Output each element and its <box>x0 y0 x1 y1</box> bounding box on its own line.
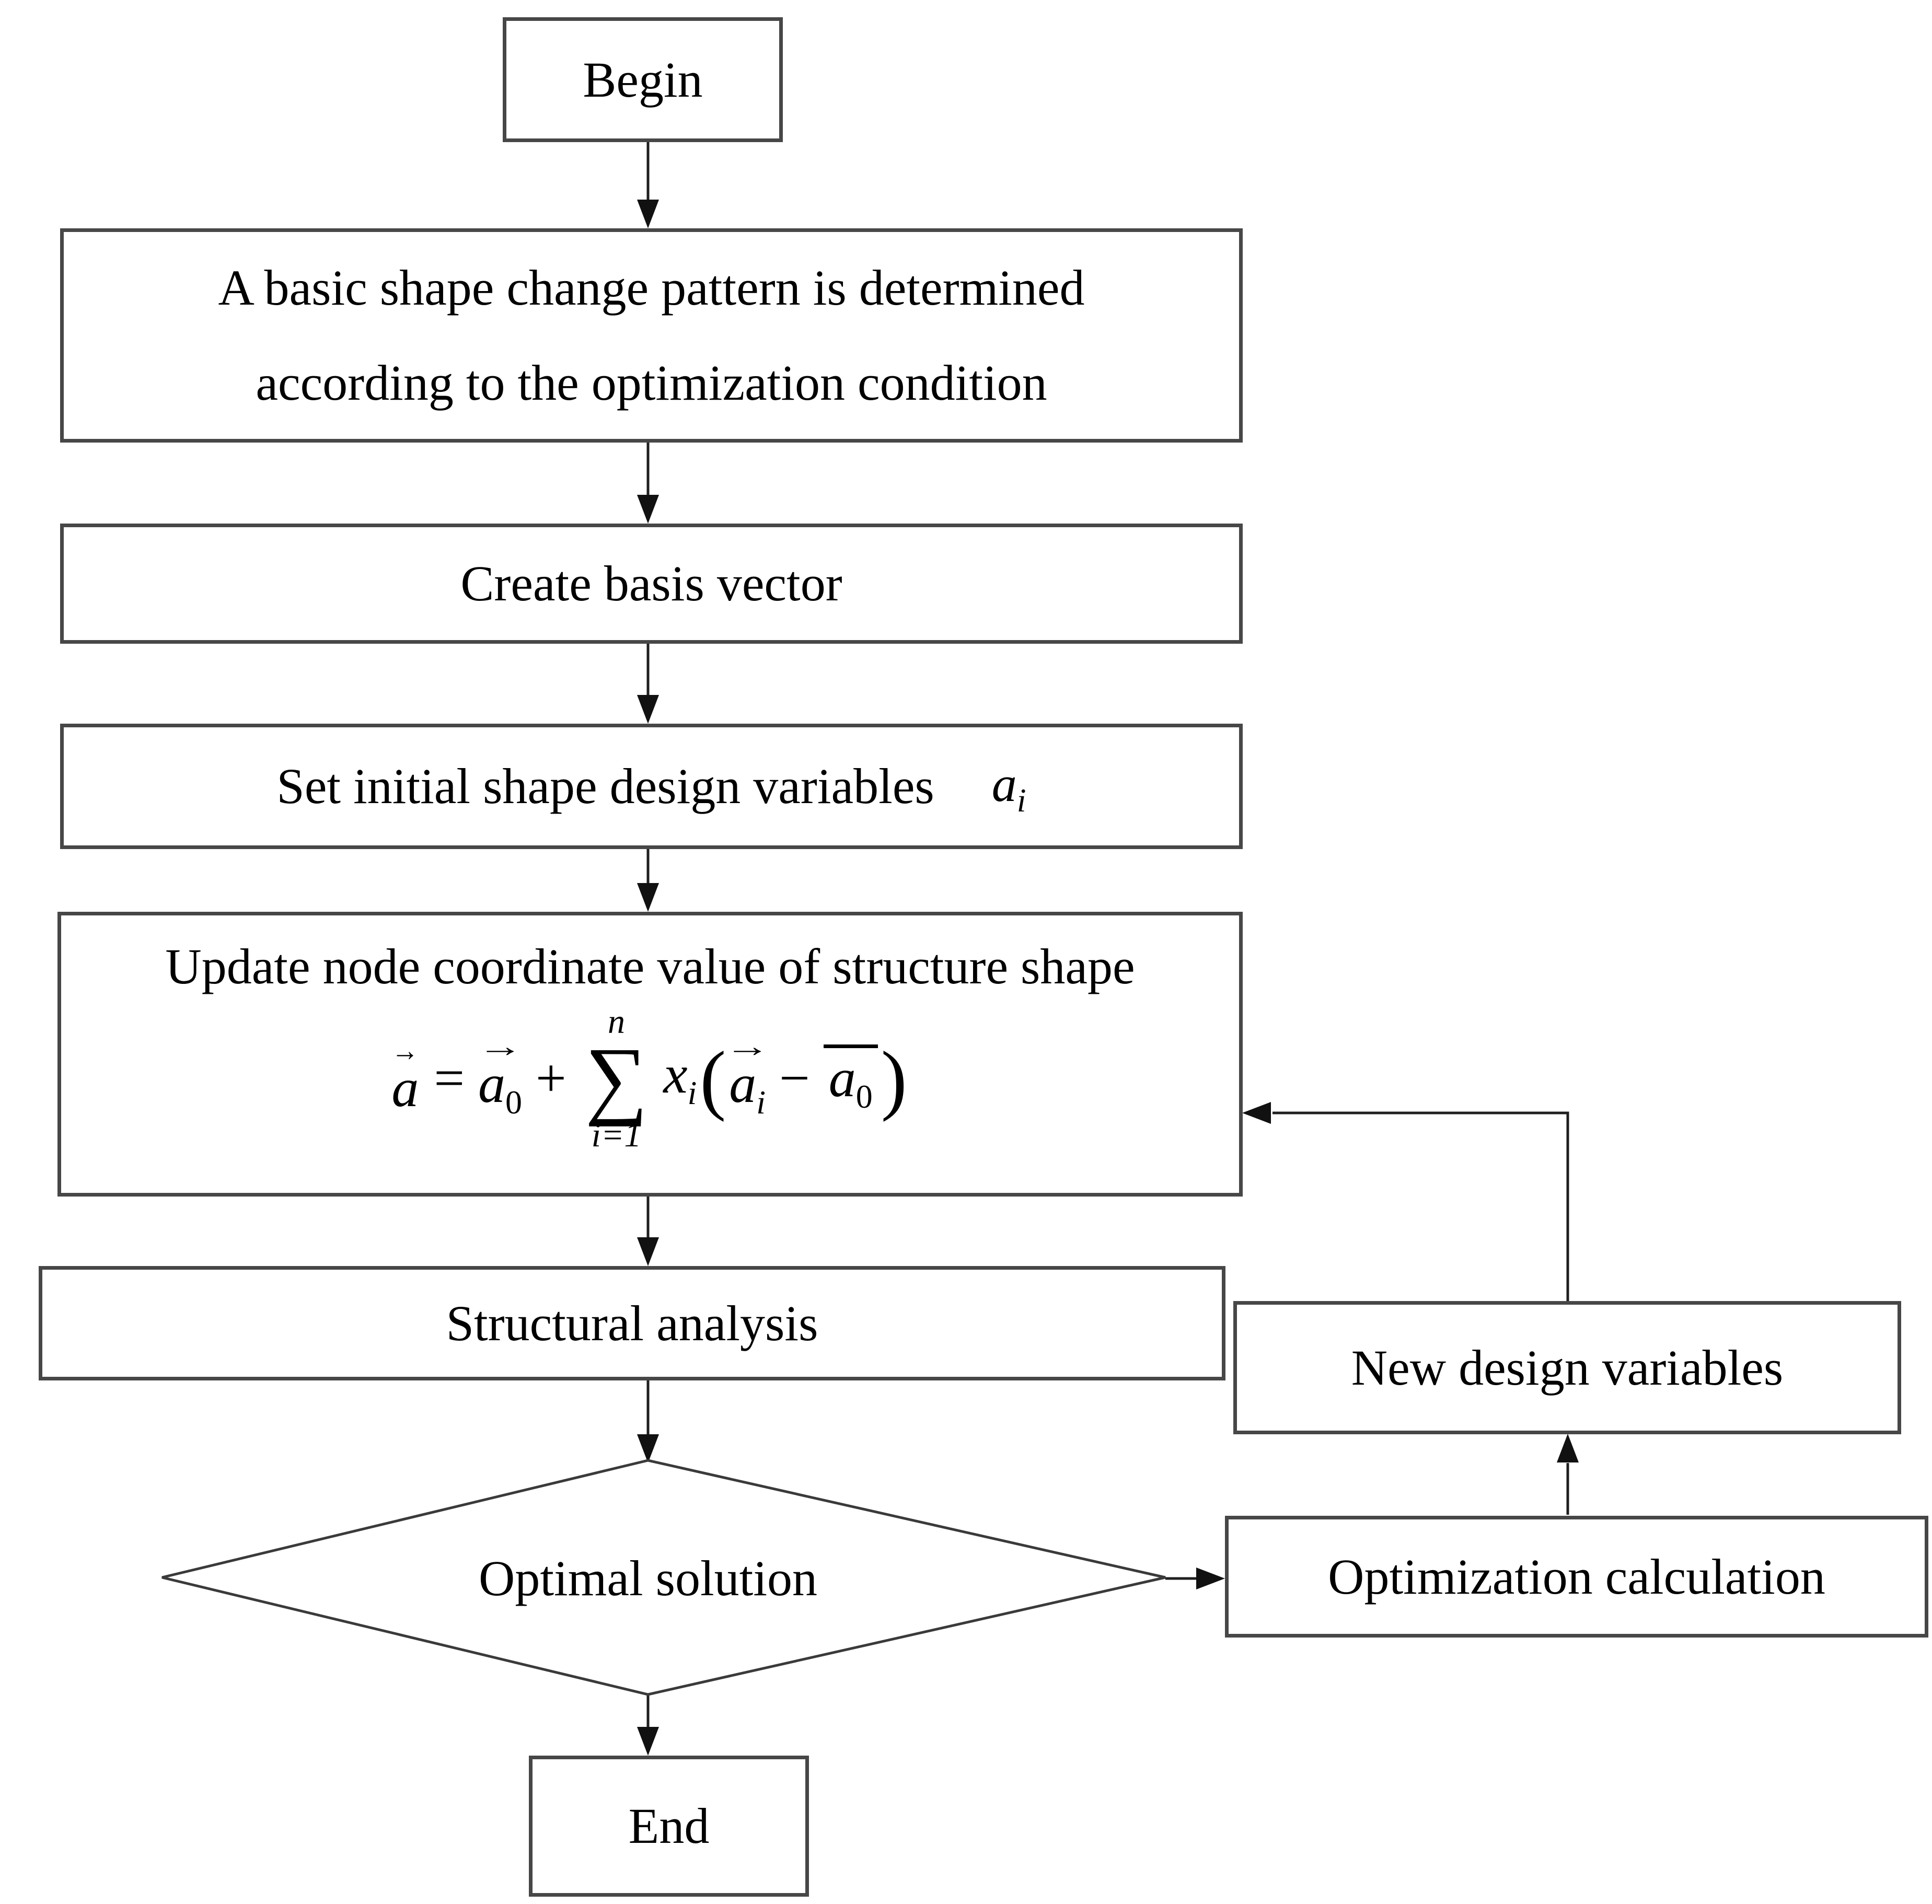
arrowhead-structural-to-decision <box>637 1434 659 1463</box>
formula-sum: n ∑ i=1 <box>585 1005 648 1153</box>
vector-arrow-icon: → <box>477 1029 523 1064</box>
update-formula: → a = → a0 + n ∑ i=1 xi ( → ai − a0 ) <box>390 1005 910 1153</box>
node-set-initial-variable: ai <box>992 748 1026 825</box>
var-a-sub: i <box>1016 782 1026 819</box>
formula-a0bar-sub: 0 <box>855 1077 873 1115</box>
formula-lhs-vector: → a <box>390 1033 420 1118</box>
node-create-basis-label: Create basis vector <box>460 555 842 612</box>
node-pattern-line2: according to the optimization condition <box>256 355 1047 411</box>
node-opt-calc: Optimization calculation <box>1225 1516 1928 1638</box>
formula-lhs-base: a <box>391 1058 419 1118</box>
node-pattern: A basic shape change pattern is determin… <box>60 228 1243 443</box>
node-begin: Begin <box>503 17 783 142</box>
formula-sum-upper: n <box>608 1003 625 1041</box>
node-update: Update node coordinate value of structur… <box>57 912 1243 1197</box>
formula-sum-lower: i=1 <box>591 1116 642 1155</box>
vector-arrow-icon: → <box>391 1033 419 1067</box>
formula-ai-base: a <box>729 1054 757 1114</box>
node-structural-label: Structural analysis <box>446 1295 818 1351</box>
node-new-design: New design variables <box>1233 1301 1901 1434</box>
vector-arrow-icon: → <box>724 1029 770 1064</box>
sigma-icon: ∑ <box>585 1030 648 1128</box>
node-pattern-line1: A basic shape change pattern is determin… <box>218 259 1085 316</box>
formula-plus: + <box>535 1048 566 1109</box>
node-new-design-label: New design variables <box>1351 1339 1784 1396</box>
node-structural: Structural analysis <box>39 1266 1225 1380</box>
node-end: End <box>529 1756 809 1897</box>
arrowhead-update-to-structural <box>637 1237 659 1266</box>
arrowhead-setinitial-to-update <box>637 883 659 912</box>
arrowhead-loop-to-update <box>1242 1102 1271 1124</box>
var-a: a <box>991 756 1017 812</box>
node-set-initial: Set initial shape design variables ai <box>60 724 1243 849</box>
arrowhead-pattern-to-create <box>637 495 659 524</box>
formula-a0: a0 <box>478 1057 522 1119</box>
formula-minus: − <box>779 1048 810 1109</box>
arrowhead-decision-to-optcalc <box>1196 1568 1225 1589</box>
formula-ai-vector: → ai <box>725 1031 770 1119</box>
node-create-basis: Create basis vector <box>60 524 1243 644</box>
formula-xi: xi <box>663 1048 697 1110</box>
node-pattern-text: A basic shape change pattern is determin… <box>218 240 1084 431</box>
decision-diamond-shape <box>161 1459 1166 1696</box>
formula-x-sub: i <box>687 1074 697 1112</box>
node-decision-label: Optimal solution <box>387 1544 909 1612</box>
formula-ai: ai <box>729 1057 766 1119</box>
formula-a0-vector: → a0 <box>477 1029 523 1119</box>
arrowhead-decision-to-end <box>637 1727 659 1756</box>
node-end-label: End <box>628 1798 710 1854</box>
connector-newdesign-to-update-loop <box>1272 1111 1569 1301</box>
decision-text: Optimal solution <box>479 1550 817 1606</box>
formula-open-paren: ( <box>700 1035 726 1122</box>
formula-equals: = <box>434 1048 465 1109</box>
formula-a0bar-base: a <box>828 1048 856 1108</box>
arrowhead-optcalc-to-newdesign <box>1557 1434 1579 1462</box>
arrowhead-create-to-setinitial <box>637 695 659 724</box>
formula-ai-sub: i <box>756 1084 766 1121</box>
node-begin-label: Begin <box>583 51 703 108</box>
formula-a0-base: a <box>478 1054 505 1114</box>
formula-a0-bar: a0 <box>823 1044 878 1115</box>
formula-x-base: x <box>663 1044 688 1105</box>
node-update-title: Update node coordinate value of structur… <box>165 938 1135 994</box>
arrowhead-begin-to-pattern <box>637 200 659 228</box>
formula-close-paren: ) <box>881 1035 907 1122</box>
node-opt-calc-label: Optimization calculation <box>1328 1548 1825 1605</box>
formula-a0-sub: 0 <box>505 1084 522 1121</box>
node-set-initial-label: Set initial shape design variables <box>276 758 934 815</box>
